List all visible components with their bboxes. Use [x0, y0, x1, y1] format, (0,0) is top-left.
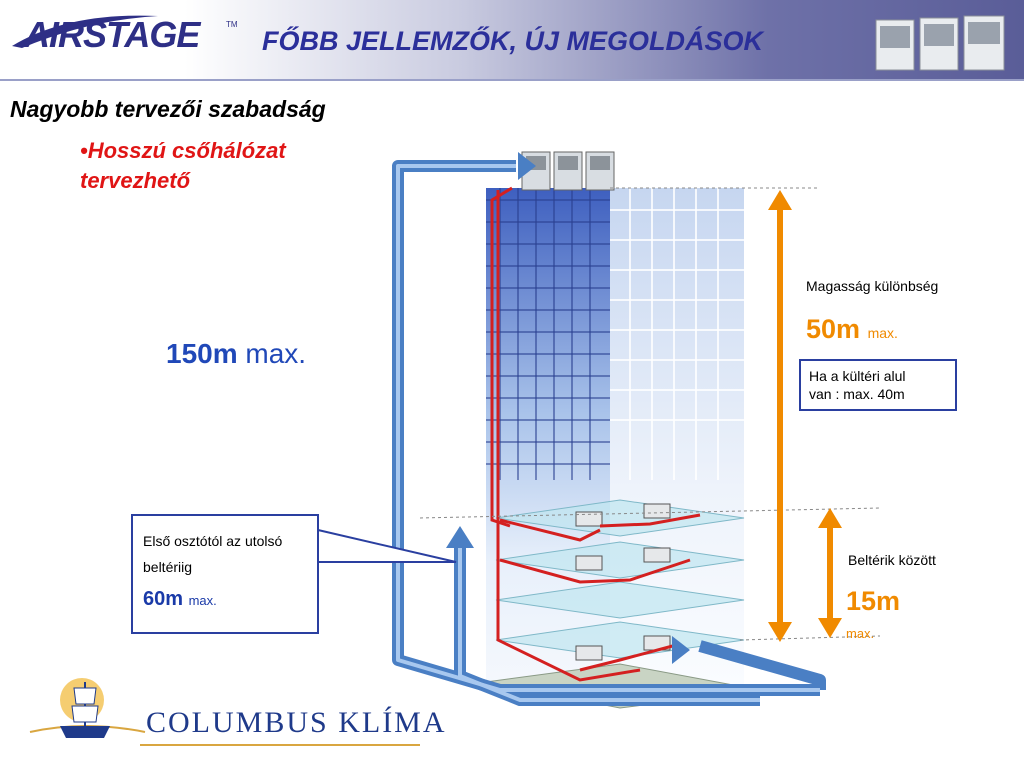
header-bar [0, 0, 1024, 80]
bullet-line-2: tervezhető [80, 168, 191, 193]
height-difference-suffix: max. [867, 325, 898, 341]
roof-outdoor-units [521, 151, 615, 191]
footer-divider [140, 744, 420, 746]
refrigerant-pipes-red [490, 186, 701, 682]
floor-slabs [495, 499, 745, 659]
branch-line-1: Első osztótól az utolsó [143, 533, 283, 549]
airstage-swoosh-icon [12, 15, 158, 48]
bullet-line-1: Hosszú csőhálózat [87, 138, 286, 163]
outdoor-below-note: Ha a kültéri alul van : max. 40m [799, 359, 957, 411]
feature-bullet: •Hosszú csőhálózat tervezhető [80, 136, 286, 196]
outdoor-units-icon [875, 15, 1005, 71]
pipe-total-value: 150m [166, 338, 238, 369]
pipe-arrow-head-top [518, 152, 536, 180]
indoor-difference-arrow [818, 508, 842, 638]
outdoor-below-note-line-1: Ha a kültéri alul [809, 368, 906, 384]
slide-title: FŐBB JELLEMZŐK, ÚJ MEGOLDÁSOK [262, 26, 764, 56]
height-difference-number: 50m [806, 314, 861, 344]
indoor-difference-suffix: max. [846, 626, 875, 641]
indoor-difference-label: Beltérik között [848, 552, 936, 568]
building-windows [486, 188, 610, 480]
branch-length-number: 60m [143, 588, 184, 610]
header-divider [0, 79, 1024, 81]
logo-trademark: TM [226, 20, 238, 29]
height-difference-value: 50m max. [806, 314, 898, 345]
ship-logo-icon [29, 678, 146, 738]
branch-length-suffix: max. [188, 593, 217, 608]
indoor-units [575, 503, 671, 661]
branch-length-callout: Első osztótól az utolsó beltériig 60m ma… [131, 514, 319, 634]
height-difference-arrow [768, 190, 792, 642]
columbus-klima-brand: COLUMBUS KLÍMA [146, 706, 447, 739]
height-difference-label: Magasság különbség [806, 278, 939, 294]
airstage-logo: AIRSTAGE TM [8, 8, 238, 55]
branch-callout-pointer [317, 528, 457, 563]
reference-lines [419, 187, 881, 641]
pipe-arrow-head-bottom [672, 636, 690, 664]
branch-line-2: beltériig [143, 559, 193, 575]
logo-wordmark: AIRSTAGE [24, 14, 200, 55]
bullet-marker: • [80, 138, 88, 163]
pipe-total-suffix: max. [245, 338, 307, 369]
section-subtitle: Nagyobb tervezői szabadság [10, 96, 326, 122]
outdoor-below-note-line-2: van : max. 40m [809, 386, 905, 402]
branch-length-value: 60m max. [143, 586, 307, 614]
pipe-total-length: 150m max. [166, 338, 306, 370]
pipe-arrow-head-branch [446, 526, 474, 548]
indoor-difference-value: 15m [846, 586, 901, 616]
